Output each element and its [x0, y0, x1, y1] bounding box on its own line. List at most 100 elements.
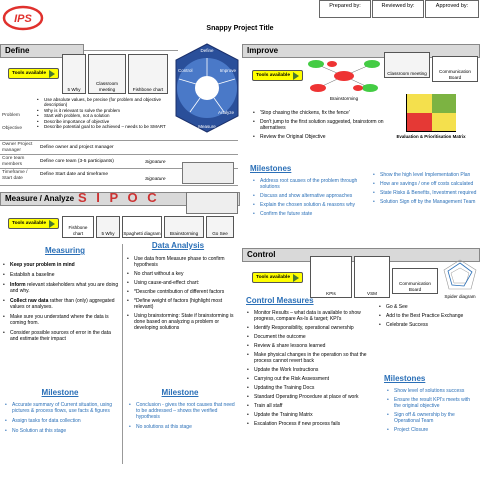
milestone-item: Show level of solutions success: [386, 388, 478, 394]
wheel-label-control: Control: [178, 68, 193, 73]
milestone-right-title: Milestone: [161, 388, 199, 397]
data-analysis-item: Use data from Measure phase to confirm h…: [126, 256, 238, 268]
evaluation-matrix: Evaluation & Prioritisation Matrix: [396, 94, 466, 146]
prepared-by-box[interactable]: Prepared by:: [319, 0, 371, 18]
tool-go-see[interactable]: Go See: [206, 216, 234, 238]
analyze-header: Measure / Analyze: [0, 192, 240, 206]
tool-brainstorming-analyze[interactable]: Brainstorming: [164, 216, 204, 238]
measuring-item: Collect raw data rather than (only) aggr…: [2, 298, 120, 310]
milestone-item: Show the high level Implementation Plan: [372, 172, 478, 178]
improve-milestones-title: Milestones: [250, 164, 292, 173]
wheel-label-define: Define: [200, 48, 214, 53]
milestone-item: How are savings / one off costs calculat…: [372, 181, 478, 187]
control-measure-item: Document the outcome: [246, 334, 374, 340]
control-right-item: Add to the Best Practice Exchange: [378, 313, 478, 319]
tool-label: Spider diagram: [444, 294, 476, 299]
reviewed-by-label: Reviewed by:: [381, 3, 415, 9]
control-measure-item: Escalation Process if new process fails: [246, 421, 374, 427]
milestone-item: Conclusion - gives the root causes that …: [128, 402, 238, 420]
row-label-owner: Owner Project manager: [2, 142, 33, 153]
control-measure-item: Update the Work Instructions: [246, 367, 374, 373]
approved-by-label: Approved by:: [435, 3, 469, 9]
improve-bullet: 'Stop chasing the chickens, fix the fenc…: [252, 110, 392, 116]
problem-bullet: Why is it relevant to solve the problem: [36, 108, 174, 114]
control-right-item: Go & See: [378, 304, 478, 310]
control-measure-item: Train all staff: [246, 403, 374, 409]
tool-5why-analyze[interactable]: 5 Why: [96, 216, 120, 238]
improve-bullet: Don't jump to the first solution suggest…: [252, 119, 392, 131]
logo-text: IPS: [14, 13, 32, 25]
tool-5why[interactable]: 5 Why: [62, 54, 86, 94]
milestone-item: Assign tasks for data collection: [4, 418, 118, 424]
control-title: Control: [247, 250, 276, 260]
milestone-item: Confirm the future state: [252, 211, 358, 217]
control-milestones-title: Milestones: [384, 374, 426, 383]
improve-tools-label: Tools available: [252, 70, 304, 81]
measuring-item: Inform relevant stakeholders what you ar…: [2, 282, 120, 294]
tool-communication-board[interactable]: Communication Board: [432, 56, 478, 82]
tool-kpis[interactable]: KPIs: [310, 256, 352, 298]
analyze-tools-label: Tools available: [8, 218, 60, 229]
milestone-item: State Risks & Benefits, Investment requi…: [372, 190, 478, 196]
page-title: Snappy Project Title: [206, 25, 274, 32]
wheel-label-improve: Improve: [220, 68, 237, 73]
row-label-problem: Problem: [2, 113, 20, 118]
analyze-milestone-right: Conclusion - gives the root causes that …: [128, 402, 238, 433]
control-measure-item: Standard Operating Procedure at place of…: [246, 394, 374, 400]
tool-spider-diagram[interactable]: Spider diagram: [440, 258, 480, 302]
milestone-left-title: Milestone: [41, 388, 79, 397]
row-label-objective: Objective: [2, 126, 22, 131]
milestone-item: Solution Sign off by the Management Team: [372, 199, 478, 205]
row-text-owner: Define owner and project manager: [40, 145, 114, 150]
problem-bullet: Describe importance of objective: [36, 119, 174, 125]
data-analysis-title: Data Analysis: [151, 241, 205, 250]
milestone-item: No Solution at this stage: [4, 428, 118, 434]
signature-label: Signature: [145, 160, 166, 165]
approved-by-box[interactable]: Approved by:: [425, 0, 479, 18]
sipoc-graphic: S I P O C: [78, 190, 160, 205]
ips-logo: IPS: [2, 5, 44, 31]
data-analysis-item: *Describe contribution of different fact…: [126, 289, 238, 295]
milestone-item: No solutions at this stage: [128, 424, 238, 430]
control-tools-label: Tools available: [252, 272, 304, 283]
dmaic-wheel: Define Improve Control Analyze Measure: [172, 42, 242, 134]
tool-vsm[interactable]: VSM: [354, 256, 390, 298]
tool-fishbone-chart[interactable]: Fishbone chart: [128, 54, 168, 94]
row-label-core-team: Core team members: [2, 156, 25, 167]
measuring-item: Consider possible sources of error in th…: [2, 330, 120, 342]
tool-communication-board-control[interactable]: Communication Board: [392, 268, 438, 294]
measuring-list: Keep your problem in mind Establish a ba…: [2, 262, 120, 346]
problem-bullet: Use absolute values, be precise (for pro…: [36, 97, 174, 108]
tool-spaghetti-diagram[interactable]: Spaghetti diagram: [122, 216, 162, 238]
data-analysis-list: Use data from Measure phase to confirm h…: [126, 256, 238, 334]
improve-bullets: 'Stop chasing the chickens, fix the fenc…: [252, 110, 392, 143]
improve-milestones-left: Address root causes of the problem throu…: [252, 178, 358, 220]
matrix-caption: Evaluation & Prioritisation Matrix: [396, 134, 466, 139]
milestone-item: Explain the chosen solution & reasons wh…: [252, 202, 358, 208]
tool-classroom-meeting-improve[interactable]: Classroom meeting: [384, 52, 430, 78]
tool-brainstorming[interactable]: Brainstorming: [306, 58, 382, 101]
improve-title: Improve: [247, 46, 279, 56]
measuring-title: Measuring: [44, 246, 85, 255]
wheel-label-analyze: Analyze: [218, 110, 235, 115]
control-measure-item: Make physical changes in the operation s…: [246, 352, 374, 364]
control-right-item: Celebrate Success: [378, 322, 478, 328]
tool-fishbone-analyze[interactable]: Fishbone chart: [62, 216, 94, 238]
tool-classroom-meeting[interactable]: Classroom meeting: [88, 54, 126, 94]
control-measure-item: Monitor Results – what data is available…: [246, 310, 374, 322]
milestone-item: Sign off & ownership by the Operational …: [386, 412, 478, 424]
milestone-item: Ensure the result KPI's meets with the o…: [386, 397, 478, 409]
control-measure-item: Update the Training Matrix: [246, 412, 374, 418]
control-measures-title: Control Measures: [246, 296, 314, 305]
process-map: [186, 192, 238, 214]
measuring-item: Make sure you understand where the data …: [2, 314, 120, 326]
tool-label: Brainstorming: [329, 96, 359, 101]
analyze-milestone-left: Accurate summary of Current situation, u…: [4, 402, 118, 437]
define-row-timeframe: Timeframe / Start date Define Start date…: [0, 168, 238, 186]
define-row-core-team: Core team members Define core team (3-5 …: [0, 154, 238, 168]
reviewed-by-box[interactable]: Reviewed by:: [372, 0, 424, 18]
control-measure-item: Updating the Training Docs: [246, 385, 374, 391]
problem-bullets: Use absolute values, be precise (for pro…: [36, 97, 174, 130]
milestone-item: Project Closure: [386, 427, 478, 433]
milestone-item: Address root causes of the problem throu…: [252, 178, 358, 190]
